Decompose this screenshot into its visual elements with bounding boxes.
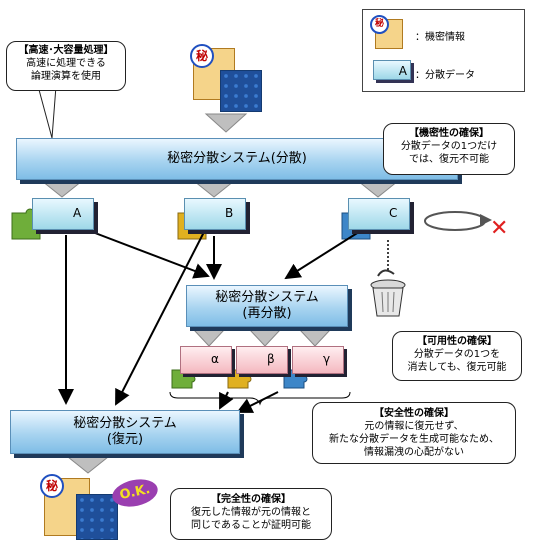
system-split-label: 秘密分散システム(分散): [167, 151, 307, 166]
puzzle-block-icon: [76, 494, 118, 540]
callout-speed-line-2: 論理演算を使用: [31, 71, 101, 82]
callout-integrity-line-1: 復元した情報が元の情報と: [191, 507, 311, 518]
system-restore-label-1: 秘密分散システム: [73, 416, 177, 431]
reshare-gamma-label: γ: [323, 352, 331, 366]
callout-speed-line-1: 高速に処理できる: [26, 58, 106, 69]
share-box-icon: A: [373, 60, 411, 80]
callout-confidentiality-line-1: 分散データの1つだけ: [400, 141, 498, 152]
reshare-beta-label: β: [267, 352, 275, 366]
reshare-gamma: γ: [292, 346, 344, 374]
callout-confidentiality-title: 【機密性の確保】: [409, 128, 489, 139]
callout-integrity: 【完全性の確保】 復元した情報が元の情報と 同じであることが証明可能: [170, 488, 332, 540]
callout-security-line-3: 情報漏洩の心配がない: [364, 447, 464, 458]
system-redistribute: 秘密分散システム (再分散): [186, 285, 348, 327]
reshare-alpha: α: [180, 346, 232, 374]
fail-mark-icon: ✕: [490, 216, 509, 241]
reshare-alpha-label: α: [211, 352, 219, 366]
callout-security-line-2: 新たな分散データを生成可能なため、: [329, 434, 499, 445]
callout-integrity-title: 【完全性の確保】: [211, 494, 291, 505]
legend-share-label: ：分散データ: [415, 70, 475, 81]
callout-confidentiality-line-2: では、復元不可能: [409, 154, 489, 165]
puzzle-block-icon: [220, 70, 262, 112]
secret-stamp-icon: 秘: [370, 15, 389, 34]
share-c: C: [348, 198, 410, 230]
secret-stamp-icon: 秘: [40, 474, 64, 498]
legend: 秘 ：機密情報 A ：分散データ: [362, 9, 525, 92]
system-restore: 秘密分散システム (復元): [10, 410, 240, 454]
callout-security-line-1: 元の情報に復元せず、: [364, 421, 464, 432]
callout-availability-line-2: 消去しても、復元可能: [407, 362, 507, 373]
reshare-beta: β: [236, 346, 288, 374]
callout-speed-title: 【高速･大容量処理】: [18, 45, 114, 56]
secret-stamp-icon: 秘: [190, 44, 214, 68]
share-c-label: C: [389, 206, 398, 220]
callout-security-title: 【安全性の確保】: [374, 408, 454, 419]
callout-speed: 【高速･大容量処理】 高速に処理できる 論理演算を使用: [6, 41, 126, 91]
share-a: A: [32, 198, 94, 230]
share-a-label: A: [73, 206, 82, 220]
callout-availability: 【可用性の確保】 分散データの1つを 消去しても、復元可能: [392, 331, 522, 381]
callout-security: 【安全性の確保】 元の情報に復元せず、 新たな分散データを生成可能なため、 情報…: [312, 402, 516, 464]
callout-availability-line-1: 分散データの1つを: [413, 349, 501, 360]
trash-can-icon: [370, 269, 406, 317]
system-redistribute-label-1: 秘密分散システム: [215, 290, 319, 305]
callout-integrity-line-2: 同じであることが証明可能: [191, 520, 311, 531]
system-restore-label-2: (復元): [106, 432, 144, 447]
share-b-label: B: [225, 206, 234, 220]
legend-secret-label: ：機密情報: [415, 32, 465, 43]
share-b: B: [184, 198, 246, 230]
system-redistribute-label-2: (再分散): [242, 306, 292, 321]
callout-availability-title: 【可用性の確保】: [417, 336, 497, 347]
callout-confidentiality: 【機密性の確保】 分散データの1つだけ では、復元不可能: [383, 123, 515, 175]
